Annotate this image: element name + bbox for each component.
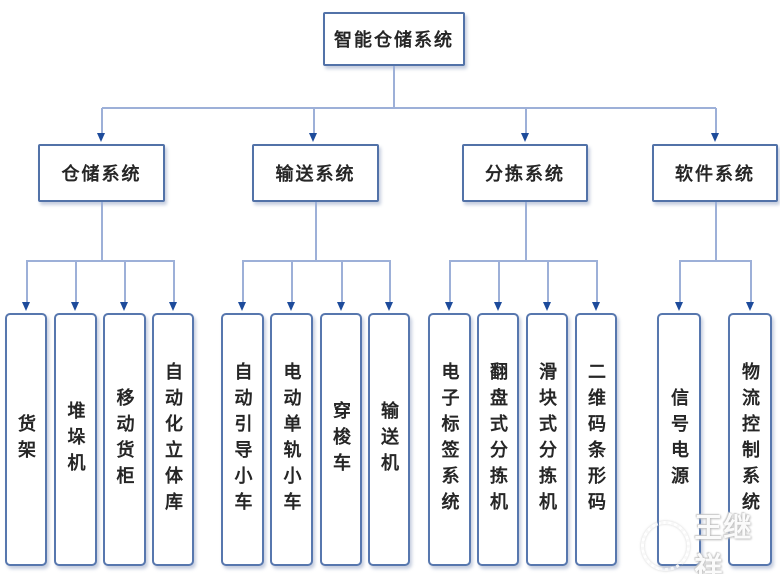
leaf-label: 自动化立体库	[163, 361, 183, 518]
arrow-down-icon	[711, 133, 719, 142]
connector-hub-stem	[315, 202, 317, 260]
leaf-label: 移动货柜	[114, 387, 135, 492]
arrow-down-icon	[22, 302, 30, 311]
arrow-down-icon	[97, 133, 105, 142]
watermark-text: 王继祥	[694, 512, 753, 574]
connector-drop	[715, 108, 717, 134]
node-branch-software: 软件系统	[652, 144, 778, 202]
branch-label: 输送系统	[275, 164, 356, 184]
arrow-down-icon	[120, 302, 128, 311]
node-leaf-shuttle: 穿梭车	[320, 313, 362, 566]
connector-drop	[313, 108, 315, 134]
node-leaf-tilt-tray-sorter: 翻盘式分拣机	[477, 313, 519, 566]
node-root: 智能仓储系统	[323, 12, 465, 66]
leaf-label: 翻盘式分拣机	[488, 361, 508, 518]
connector-drop	[101, 108, 103, 134]
connector-group-rail	[26, 260, 174, 262]
connector-drop	[389, 260, 391, 302]
connector-drop	[242, 260, 244, 302]
leaf-label: 电动单轨小车	[281, 361, 302, 518]
connector-hub-stem	[101, 202, 103, 260]
connector-group-rail	[679, 260, 750, 262]
leaf-label: 穿梭车	[331, 400, 351, 479]
node-leaf-mobile-rack: 移动货柜	[103, 313, 146, 566]
leaf-label: 输送机	[379, 400, 399, 479]
arrow-down-icon	[337, 302, 345, 311]
arrow-down-icon	[169, 302, 177, 311]
node-leaf-conveyor: 输送机	[368, 313, 410, 566]
connector-hub-stem	[525, 202, 527, 260]
node-branch-conveying: 输送系统	[252, 144, 379, 202]
leaf-label: 滑块式分拣机	[537, 361, 557, 518]
node-leaf-slide-sorter: 滑块式分拣机	[526, 313, 568, 566]
leaf-label: 电子标签系统	[439, 361, 460, 518]
node-branch-storage: 仓储系统	[38, 144, 165, 202]
arrow-down-icon	[592, 302, 600, 311]
node-leaf-electronic-label: 电子标签系统	[428, 313, 471, 566]
connector-drop	[291, 260, 293, 302]
arrow-down-icon	[746, 302, 754, 311]
leaf-label: 二维码条形码	[586, 361, 606, 518]
connector-drop	[173, 260, 175, 302]
arrow-down-icon	[287, 302, 295, 311]
node-leaf-stacker: 堆垛机	[54, 313, 97, 566]
connector-drop	[498, 260, 500, 302]
arrow-down-icon	[521, 133, 529, 142]
connector-drop	[341, 260, 343, 302]
watermark: 王继祥	[641, 506, 780, 574]
connector-group-rail	[242, 260, 390, 262]
connector-level1-rail	[102, 107, 716, 109]
connector-drop	[596, 260, 598, 302]
connector-drop	[449, 260, 451, 302]
node-leaf-monorail-cart: 电动单轨小车	[270, 313, 313, 566]
branch-label: 分拣系统	[485, 164, 565, 184]
watermark-logo-icon	[641, 521, 691, 571]
node-leaf-asrs: 自动化立体库	[152, 313, 194, 566]
connector-root-stem	[393, 66, 395, 108]
node-leaf-barcode: 二维码条形码	[575, 313, 617, 566]
leaf-label: 堆垛机	[65, 400, 86, 479]
arrow-down-icon	[385, 302, 393, 311]
node-root-label: 智能仓储系统	[334, 30, 454, 50]
connector-drop	[547, 260, 549, 302]
connector-drop	[26, 260, 28, 302]
leaf-label: 信号电源	[669, 387, 689, 492]
leaf-label: 自动引导小车	[232, 361, 253, 518]
branch-label: 软件系统	[675, 164, 755, 184]
branch-label: 仓储系统	[61, 164, 142, 184]
connector-drop	[679, 260, 681, 302]
arrow-down-icon	[494, 302, 502, 311]
node-leaf-agv: 自动引导小车	[221, 313, 264, 566]
connector-drop	[525, 108, 527, 134]
connector-group-rail	[449, 260, 597, 262]
connector-drop	[75, 260, 77, 302]
arrow-down-icon	[238, 302, 246, 311]
node-branch-sorting: 分拣系统	[462, 144, 588, 202]
leaf-label: 货架	[16, 413, 36, 466]
connector-drop	[124, 260, 126, 302]
arrow-down-icon	[543, 302, 551, 311]
node-leaf-shelf: 货架	[5, 313, 47, 566]
arrow-down-icon	[675, 302, 683, 311]
arrow-down-icon	[71, 302, 79, 311]
leaf-label: 物流控制系统	[740, 361, 760, 518]
arrow-down-icon	[309, 133, 317, 142]
node-leaf-logistics-control: 物流控制系统	[728, 313, 772, 566]
connector-drop	[750, 260, 752, 302]
arrow-down-icon	[445, 302, 453, 311]
connector-hub-stem	[715, 202, 717, 260]
